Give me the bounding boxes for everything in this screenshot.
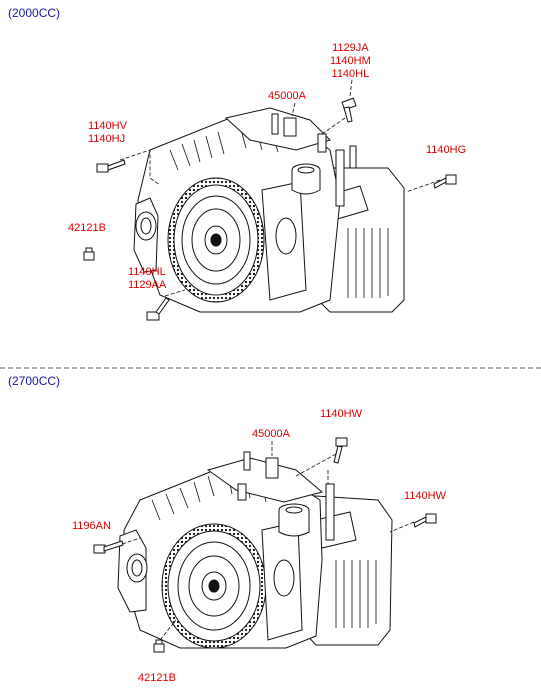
part-number: 1140HV (88, 120, 127, 132)
part-number: 1140HW (404, 490, 446, 502)
part-number: 1140HW (320, 408, 362, 420)
callout-bolt-top-2700cc: 1140HW (320, 408, 362, 421)
section-title-2700cc: (2700CC) (8, 374, 61, 388)
part-number: 1140HM (330, 55, 371, 67)
callout-assembly-2700cc: 45000A (252, 428, 290, 441)
part-number: 1140HL (331, 68, 370, 80)
callout-assembly-2000cc: 45000A (268, 90, 306, 103)
part-number: 42121B (138, 672, 176, 684)
part-number: 1129AA (128, 279, 167, 291)
callout-plug-2000cc: 42121B (68, 222, 106, 235)
part-number: 1140HJ (88, 133, 126, 145)
transaxle-2700cc-drawing (117, 451, 393, 649)
part-number: 1196AN (72, 520, 111, 532)
leader-lines-2000cc (119, 79, 441, 297)
callout-bolt-top-2000cc: 1129JA 1140HM 1140HL (330, 42, 371, 81)
callout-bolt-right-2000cc: 1140HG (426, 144, 466, 157)
leader-lines-2700cc (121, 441, 415, 641)
part-number: 1140HG (426, 144, 467, 156)
callout-bolt-left-2700cc: 1196AN (72, 520, 111, 533)
callout-bolt-left-top-2000cc: 1140HV 1140HJ (88, 120, 127, 146)
callout-bolt-bottom-2000cc: 1140HL 1129AA (128, 266, 166, 292)
section-title-2000cc: (2000CC) (8, 6, 61, 20)
part-number: 1140HL (128, 266, 166, 278)
part-number: 1129JA (332, 42, 369, 54)
transaxle-2000cc-drawing (133, 107, 405, 313)
bolt-icons-2700cc (93, 437, 437, 653)
callout-plug-2700cc: 42121B (138, 672, 176, 685)
bolt-icons-2000cc (83, 97, 457, 321)
part-number: 42121B (68, 222, 106, 234)
callout-bolt-right-2700cc: 1140HW (404, 490, 446, 503)
part-number: 45000A (252, 428, 290, 440)
part-number: 45000A (268, 90, 306, 102)
